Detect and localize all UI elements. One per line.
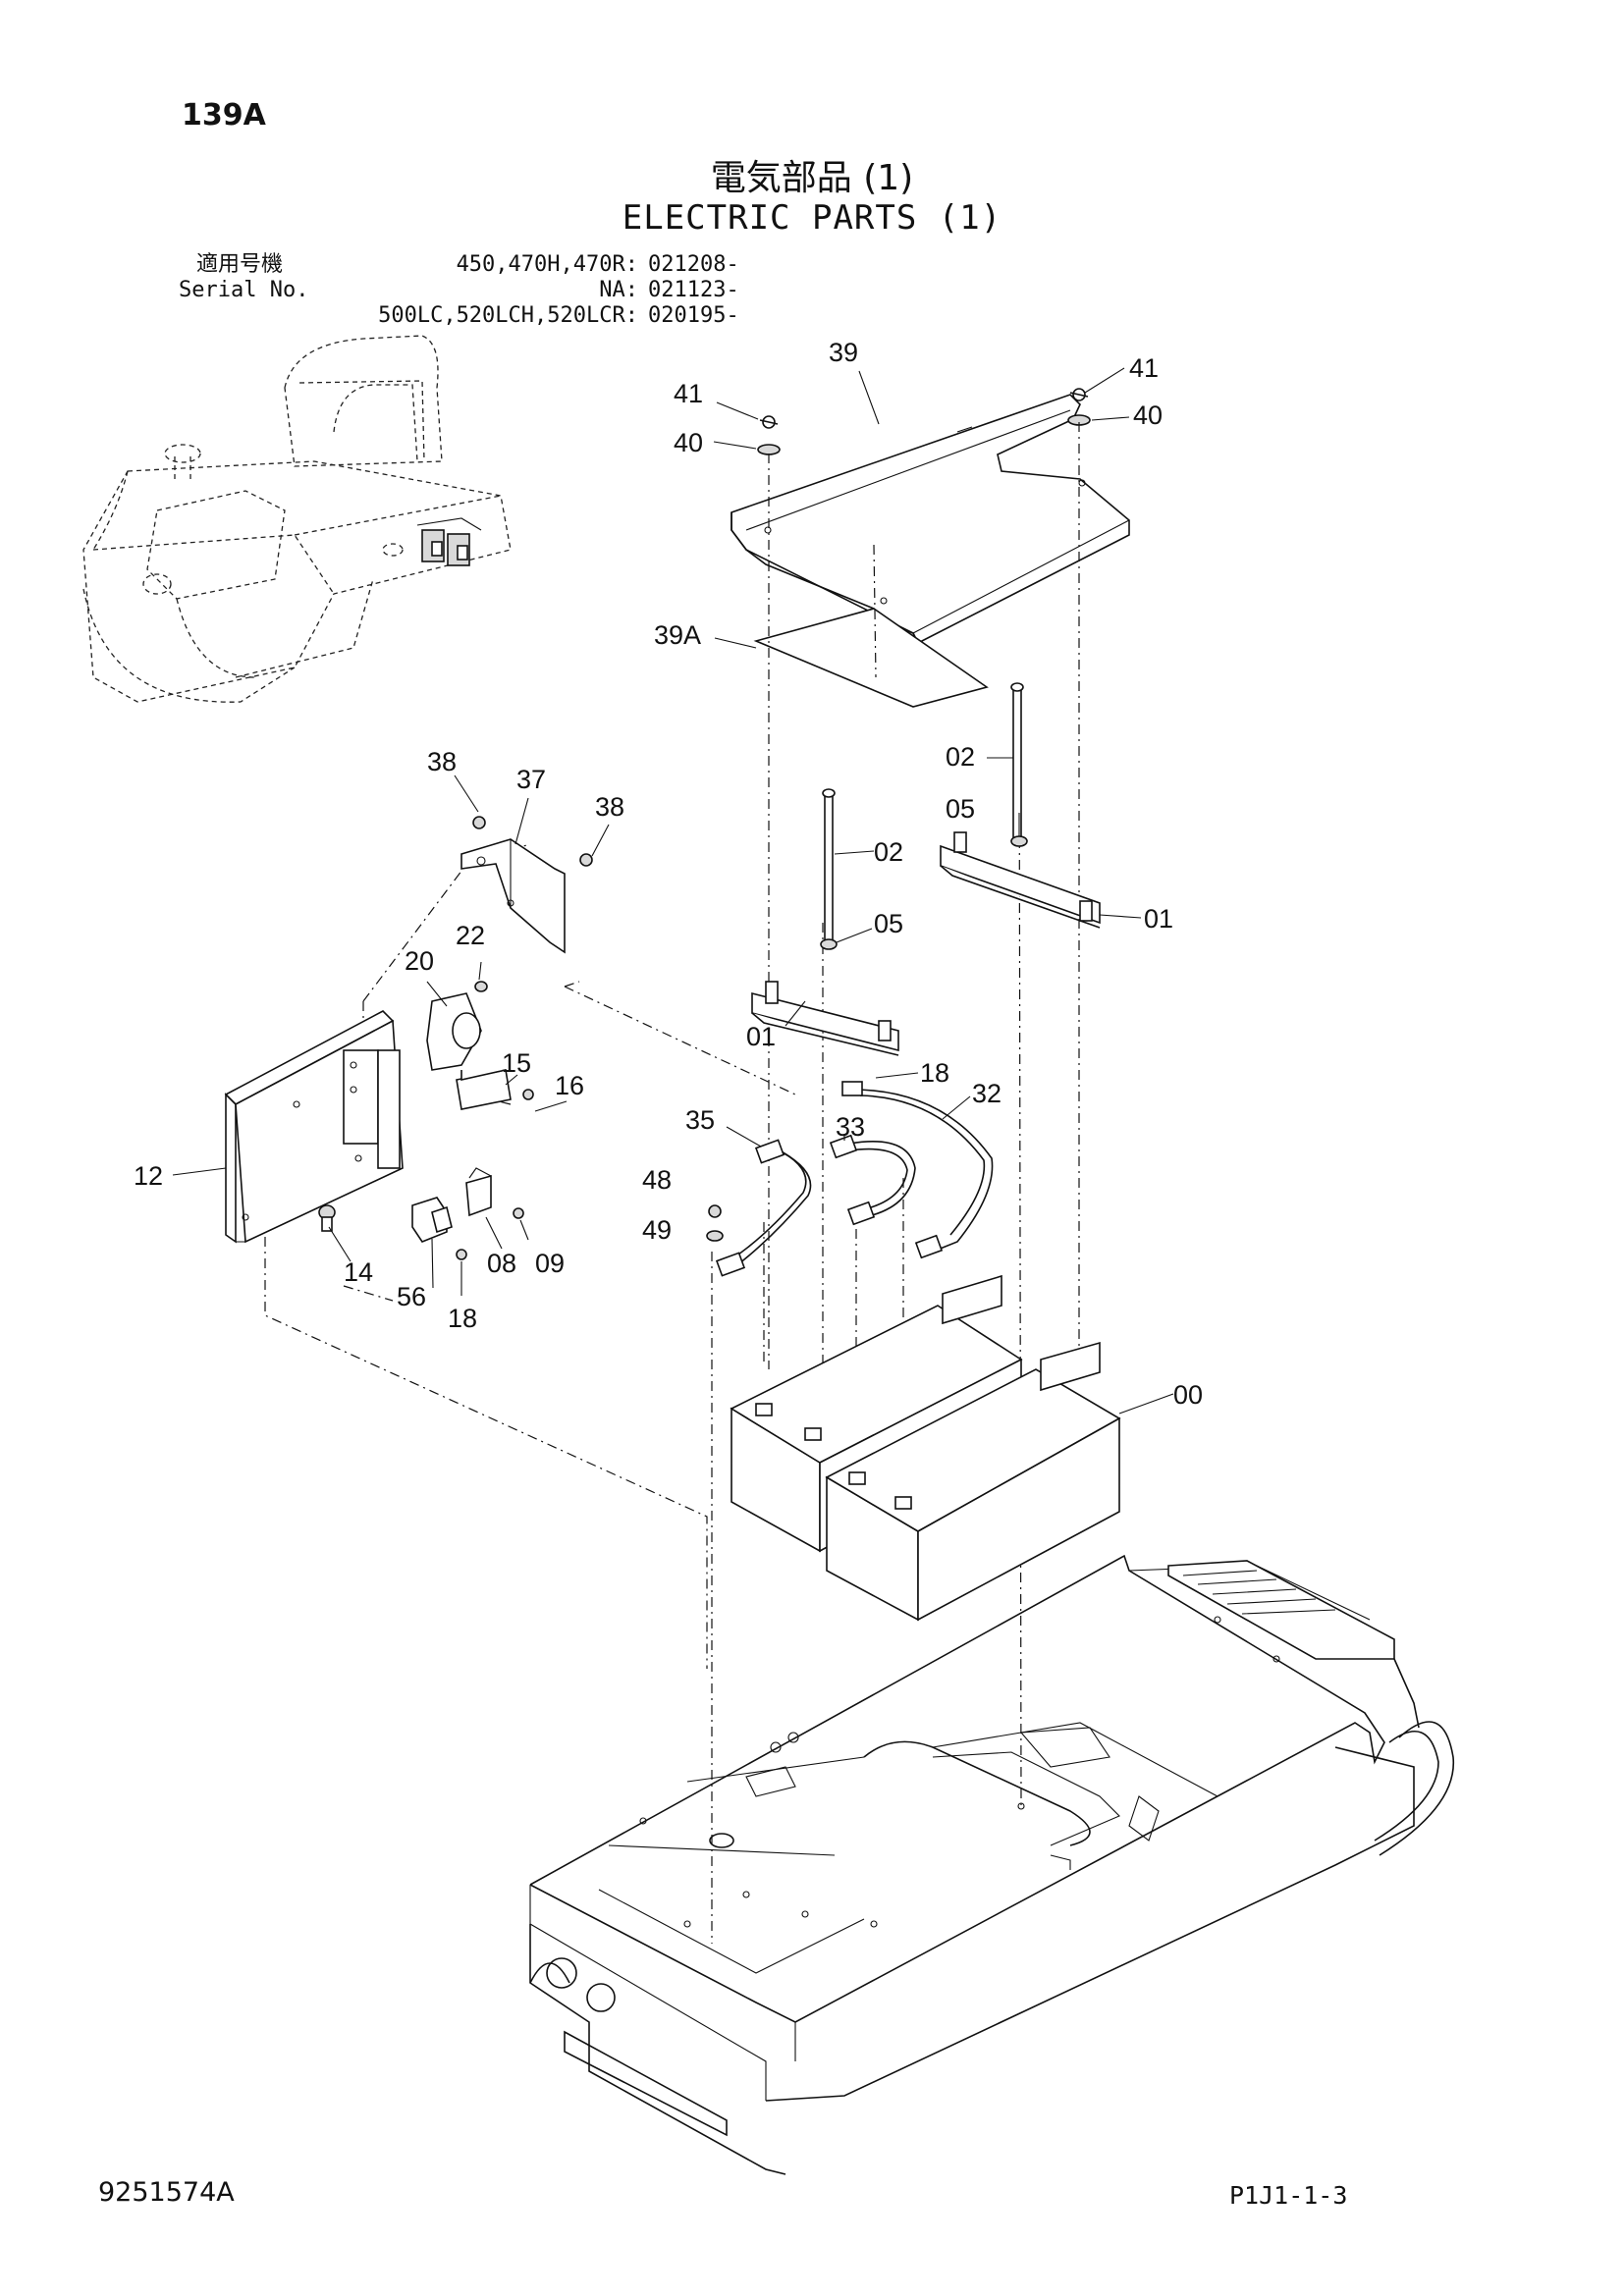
callout-38-left: 38: [427, 747, 457, 776]
callout-09: 09: [535, 1249, 565, 1278]
hold-down-brackets: [751, 831, 1101, 1056]
battery-cables: [706, 1081, 994, 1277]
batteries: [730, 1274, 1121, 1622]
serial-label-jp: 適用号機: [196, 252, 284, 277]
callout-41-left: 41: [674, 379, 703, 408]
title-japanese: 電気部品 (1): [710, 158, 914, 198]
relay-bracket-assembly: [224, 981, 534, 1260]
callout-00: 00: [1173, 1380, 1203, 1410]
callout-15: 15: [502, 1048, 531, 1078]
callout-05-upper: 05: [946, 794, 975, 824]
serial-models-2: NA:: [599, 278, 638, 302]
battery-cover: [731, 394, 1130, 708]
callout-49: 49: [642, 1215, 672, 1245]
callout-12: 12: [134, 1161, 163, 1191]
callout-05-lower: 05: [874, 909, 903, 938]
callout-40-left: 40: [674, 428, 703, 457]
upperstructure-frame: [529, 1554, 1455, 2175]
callout-39A: 39A: [654, 620, 701, 650]
callout-35: 35: [685, 1105, 715, 1135]
callout-01-right: 01: [1144, 904, 1173, 934]
callout-14: 14: [344, 1257, 373, 1287]
callout-37: 37: [516, 765, 546, 794]
title-english: ELECTRIC PARTS (1): [622, 198, 1002, 238]
serial-models-3: 500LC,520LCH,520LCR:: [378, 303, 638, 328]
hold-down-rods: [820, 682, 1028, 950]
serial-number-3: 020195-: [648, 303, 739, 328]
serial-number-1: 021208-: [648, 252, 739, 277]
callout-02-upper: 02: [946, 742, 975, 772]
page-reference: P1J1-1-3: [1229, 2181, 1348, 2210]
serial-label-en: Serial No.: [179, 278, 309, 302]
callout-18-right: 18: [920, 1058, 949, 1088]
serial-models-1: 450,470H,470R:: [456, 252, 638, 277]
callout-40-right: 40: [1133, 400, 1163, 430]
alignment-lines: [264, 422, 1080, 1944]
callout-32: 32: [972, 1079, 1001, 1108]
drawing-number: 9251574A: [98, 2177, 235, 2208]
callout-38-right: 38: [595, 792, 624, 822]
callout-02-lower: 02: [874, 837, 903, 867]
cover-plate-37: [460, 816, 593, 954]
page-code: 139A: [182, 98, 266, 133]
callout-56: 56: [397, 1282, 426, 1311]
callout-18-left: 18: [448, 1304, 477, 1333]
machine-location-view: [82, 335, 512, 703]
callout-08: 08: [487, 1249, 516, 1278]
callout-33: 33: [836, 1112, 865, 1142]
serial-number-2: 021123-: [648, 278, 739, 302]
callout-41-right: 41: [1129, 353, 1159, 383]
callout-labels: 00 01 01 02 02 05 05 08 09 12 14 15 16 1…: [134, 338, 1203, 1410]
leader-lines: [172, 367, 1174, 1415]
callout-48: 48: [642, 1165, 672, 1195]
callout-22: 22: [456, 921, 485, 950]
callout-39: 39: [829, 338, 858, 367]
callout-20: 20: [405, 946, 434, 976]
washers-and-bolts-40-41: [757, 388, 1091, 455]
callout-16: 16: [555, 1071, 584, 1100]
callout-01-left: 01: [746, 1022, 776, 1051]
